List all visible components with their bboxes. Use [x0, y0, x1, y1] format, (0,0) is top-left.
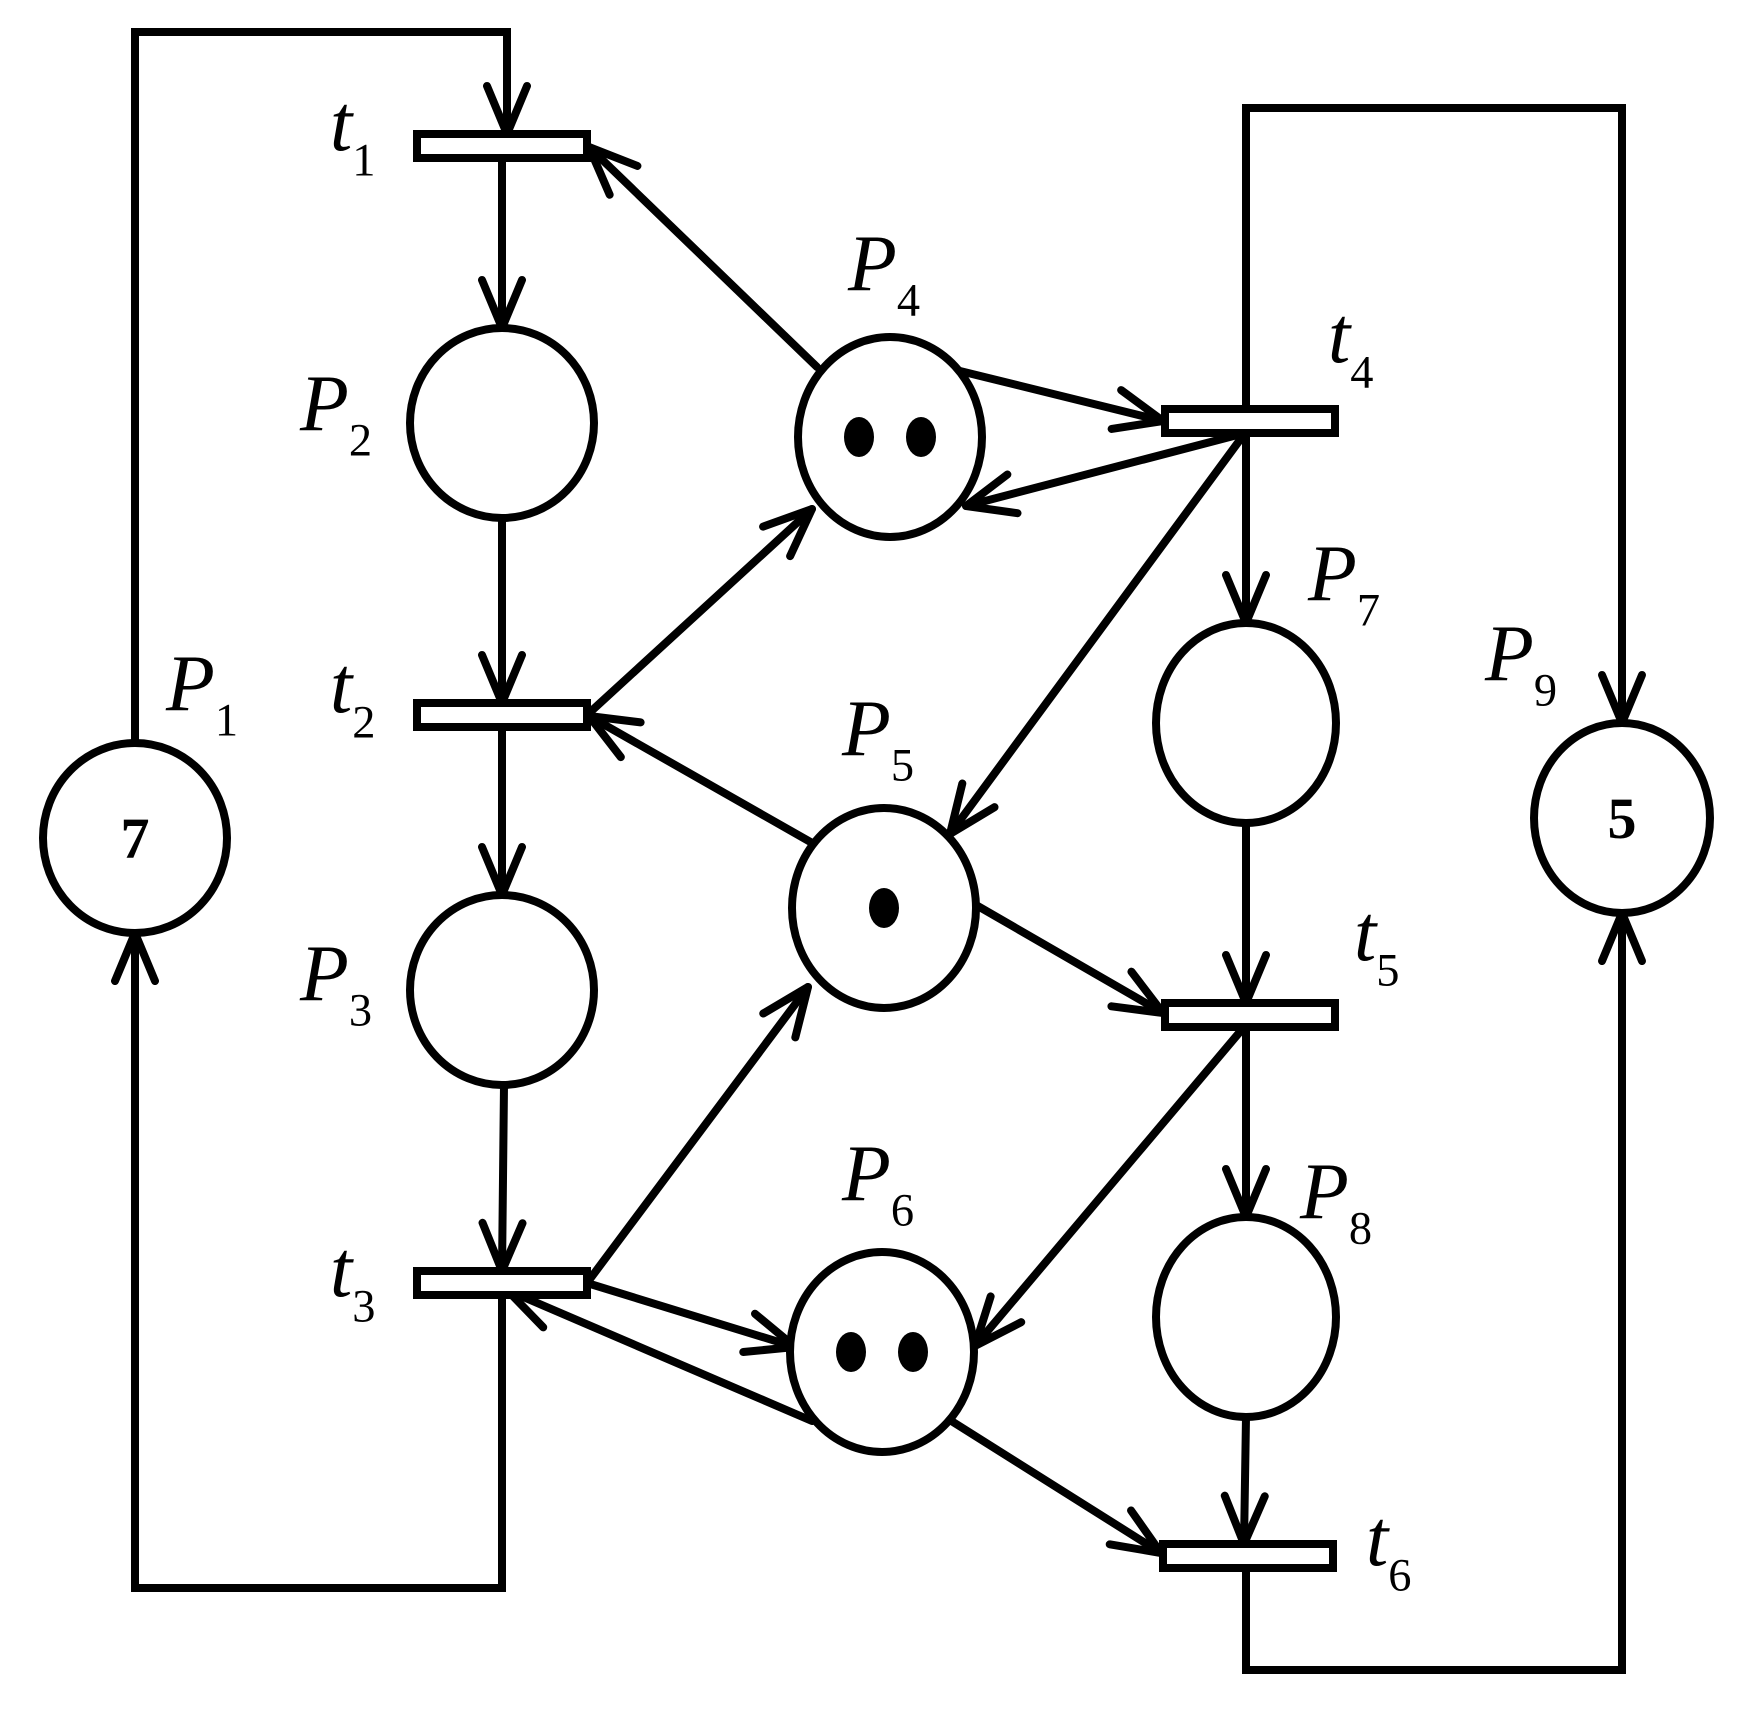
arc-t2-to-p4 — [583, 505, 816, 719]
label-p5: P5 — [841, 685, 914, 792]
label-p3: P3 — [299, 930, 372, 1037]
transition-t2 — [413, 699, 591, 731]
arc-t3-to-p5 — [583, 983, 812, 1287]
place-p5 — [788, 804, 980, 1012]
place-p8 — [1152, 1213, 1340, 1421]
arc-line — [972, 901, 1167, 1017]
arc-line — [956, 367, 1167, 425]
transition-bar — [1161, 999, 1339, 1031]
arc-t4-to-p4 — [962, 429, 1249, 518]
label-t5: t5 — [1354, 890, 1399, 997]
arc-t4-to-p7 — [1222, 429, 1270, 627]
arc-p5-to-t2 — [585, 712, 818, 848]
transition-t1 — [413, 130, 591, 162]
token-dot — [898, 1332, 928, 1372]
transition-bar — [413, 1267, 591, 1299]
token-count: 7 — [121, 806, 150, 871]
arc-p3-to-t3 — [478, 1081, 527, 1275]
arc-p4-to-t4 — [956, 367, 1167, 433]
token-dot — [836, 1332, 866, 1372]
arc-line — [498, 1081, 508, 1275]
arc-line — [1242, 104, 1626, 727]
transition-bar — [413, 130, 591, 162]
arc-p4-to-t1 — [585, 143, 821, 371]
transition-t3 — [413, 1267, 591, 1299]
arc-line — [131, 28, 511, 747]
label-p4: P4 — [847, 220, 920, 327]
arrowhead-icon — [759, 983, 812, 1042]
transition-t4 — [1161, 405, 1339, 437]
arc-line — [971, 1023, 1248, 1350]
label-t2: t2 — [330, 642, 375, 749]
arrowhead-icon — [759, 505, 816, 561]
place-circle — [1530, 719, 1714, 917]
token-dot — [906, 417, 936, 457]
arc-line — [583, 505, 816, 719]
label-p8: P8 — [1299, 1148, 1372, 1255]
place-circle — [406, 324, 598, 522]
arc-line — [583, 1279, 799, 1351]
place-circle — [794, 333, 986, 541]
arc-line — [1240, 1413, 1250, 1548]
transition-t6 — [1159, 1540, 1337, 1572]
label-p9: P9 — [1484, 610, 1557, 717]
arc-t2-to-p3 — [478, 723, 526, 899]
arc-line — [583, 983, 812, 1287]
arc-t5-to-p8 — [1222, 1023, 1270, 1221]
label-p1: P1 — [165, 640, 238, 747]
place-circle — [786, 1248, 978, 1456]
place-circle — [1152, 619, 1340, 827]
label-p6: P6 — [841, 1130, 914, 1237]
place-p2 — [406, 324, 598, 522]
arc-line — [962, 429, 1249, 510]
transition-bar — [1161, 405, 1339, 437]
place-p6 — [786, 1248, 978, 1456]
arc-line — [503, 1286, 816, 1425]
place-p7 — [1152, 619, 1340, 827]
label-t1: t1 — [330, 80, 375, 187]
arc-line — [585, 143, 821, 371]
arc-p6-to-t6 — [949, 1418, 1165, 1557]
place-circle — [1152, 1213, 1340, 1421]
arc-line — [585, 712, 818, 848]
arc-line — [949, 1418, 1165, 1557]
arc-p2-to-t2 — [478, 514, 526, 707]
label-t3: t3 — [330, 1226, 375, 1333]
arc-line — [1242, 909, 1626, 1674]
arrowhead-icon — [962, 470, 1022, 518]
transition-bar — [1159, 1540, 1337, 1572]
label-p7: P7 — [1307, 530, 1380, 637]
label-t4: t4 — [1328, 292, 1373, 399]
transition-bar — [413, 699, 591, 731]
label-t6: t6 — [1366, 1495, 1411, 1602]
place-circle — [39, 739, 231, 937]
place-p9: 5 — [1530, 719, 1714, 917]
arcs-layer — [111, 28, 1646, 1674]
arc-p6-to-t3 — [503, 1286, 816, 1425]
label-p2: P2 — [299, 360, 372, 467]
token-count: 5 — [1608, 786, 1637, 851]
arc-line — [131, 929, 506, 1592]
place-circle — [406, 891, 598, 1089]
place-p1: 7 — [39, 739, 231, 937]
token-dot — [869, 888, 899, 928]
arrowhead-icon — [1105, 1506, 1165, 1557]
arc-p8-to-t6 — [1220, 1413, 1269, 1548]
arc-p7-to-t5 — [1222, 819, 1270, 1007]
arc-line — [946, 429, 1249, 838]
transition-t5 — [1161, 999, 1339, 1031]
arc-t1-to-p2 — [478, 154, 526, 332]
arrowhead-icon — [1107, 967, 1167, 1017]
token-dot — [844, 417, 874, 457]
place-p4 — [794, 333, 986, 541]
place-p3 — [406, 891, 598, 1089]
arc-p5-to-t5 — [972, 901, 1167, 1017]
